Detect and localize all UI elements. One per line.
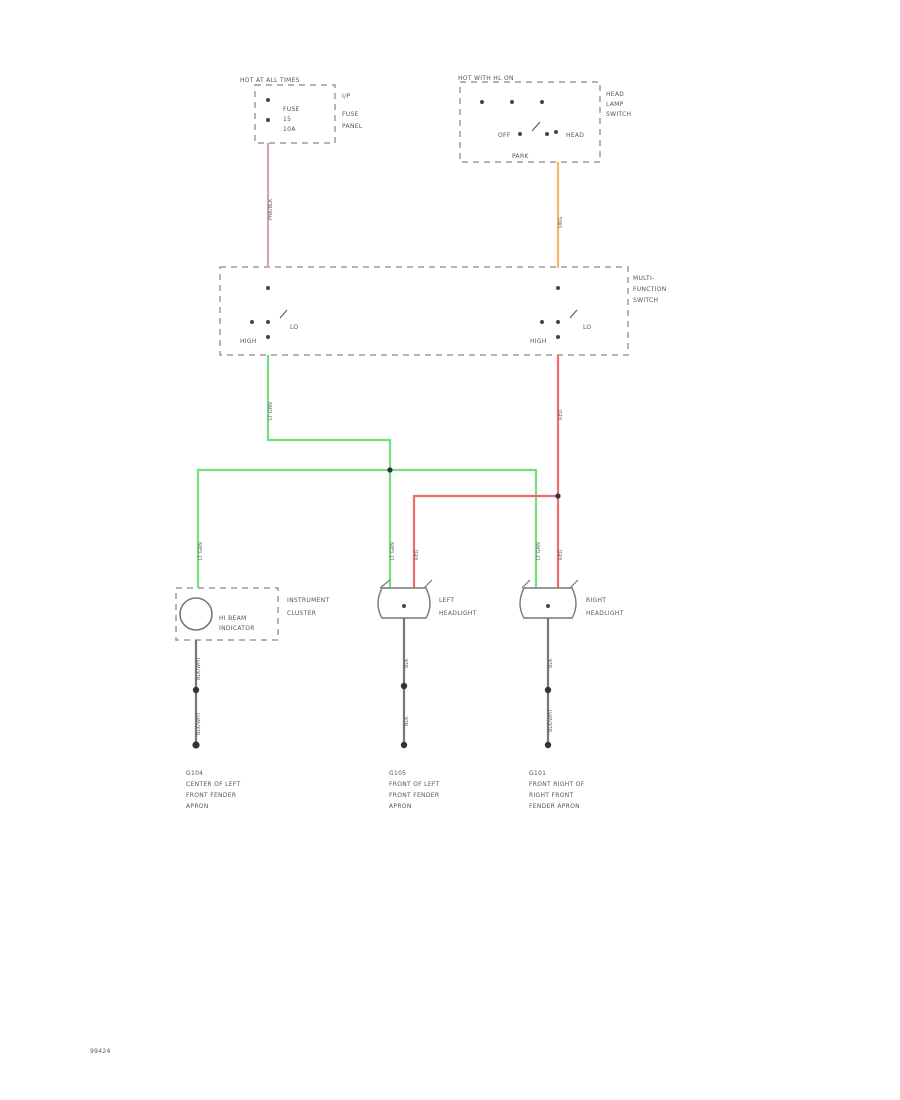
cluster-label-2: CLUSTER [287, 610, 316, 617]
lamp-off-label: OFF [498, 132, 511, 139]
wire-label-red-1: RED [558, 409, 564, 420]
left-headlight-label-1: LEFT [439, 597, 454, 604]
mf-high-right-label: HIGH [530, 338, 547, 345]
diagram-reference-code: 99424 [90, 1048, 111, 1055]
g105-line-2: FRONT FENDER [389, 792, 439, 799]
ground-g105-description: G105 FRONT OF LEFT FRONT FENDER APRON [389, 770, 440, 810]
mf-side-label-1: MULTI- [633, 275, 655, 282]
splice-green [387, 467, 393, 473]
g104-line-1: CENTER OF LEFT [186, 781, 240, 788]
g105-line-3: APRON [389, 803, 412, 810]
wire-high-beam-bus [196, 468, 538, 588]
wire-label-blk-3: BLK [548, 658, 554, 668]
wire-label-blkwht-1: BLK/WHT [196, 656, 202, 680]
wire-label-red-3: RED [558, 549, 564, 560]
indicator-label-1: HI BEAM [219, 615, 246, 622]
ground-g104-icon [192, 741, 200, 749]
splice-red [555, 493, 561, 499]
g105-line-1: FRONT OF LEFT [389, 781, 440, 788]
right-headlight: RIGHT HEADLIGHT [519, 579, 624, 619]
hi-beam-indicator: HI BEAM INDICATOR INSTRUMENT CLUSTER [175, 587, 329, 641]
cluster-label-1: INSTRUMENT [287, 597, 329, 604]
ground-g101-icon [544, 741, 552, 749]
wire-label-red-2: RED [414, 549, 420, 560]
right-headlight-label-2: HEADLIGHT [586, 610, 624, 617]
lamp-header-label: HOT WITH HL ON [458, 75, 514, 82]
fuse-side-label-3: PANEL [342, 123, 363, 130]
wire-label-ltgrn-3: LT GRN [390, 542, 396, 560]
mf-side-label-3: SWITCH [633, 297, 658, 304]
wire-label-blkwht-2: BLK/WHT [196, 711, 202, 735]
g105-id: G105 [389, 770, 406, 777]
ground-g105-icon [400, 741, 408, 749]
g104-line-2: FRONT FENDER [186, 792, 236, 799]
mf-lo-right-label: LO [583, 324, 591, 331]
mf-side-label-2: FUNCTION [633, 286, 667, 293]
wire-label-ltgrn-1: LT GRN [268, 402, 274, 420]
lamp-side-label-1: HEAD [606, 91, 624, 98]
g104-line-3: APRON [186, 803, 209, 810]
fuse-panel: HOT AT ALL TIMES FUSE 15 10A I/P FUSE PA… [240, 77, 363, 144]
ground-g101-description: G101 FRONT RIGHT OF RIGHT FRONT FENDER A… [529, 770, 585, 810]
fuse-label-2: 15 [283, 116, 291, 123]
fuse-side-label-2: FUSE [342, 111, 359, 118]
fuse-header-label: HOT AT ALL TIMES [240, 77, 300, 84]
lamp-side-label-3: SWITCH [606, 111, 631, 118]
headlamp-switch: HOT WITH HL ON OFF HEAD PARK HEAD LAMP S… [458, 75, 631, 163]
wire-label-pnk: PNK/BLK [268, 198, 274, 220]
wire-label-ltgrn-4: LT GRN [536, 542, 542, 560]
g101-line-2: RIGHT FRONT [529, 792, 574, 799]
fuse-side-label-1: I/P [342, 93, 350, 100]
g101-line-3: FENDER APRON [529, 803, 580, 810]
left-headlight: LEFT HEADLIGHT [377, 579, 477, 619]
g104-id: G104 [186, 770, 203, 777]
multifunction-switch: MULTI- FUNCTION SWITCH LO HIGH LO HIGH [219, 266, 667, 356]
mf-high-left-label: HIGH [240, 338, 257, 345]
left-headlight-label-2: HEADLIGHT [439, 610, 477, 617]
g101-id: G101 [529, 770, 546, 777]
wire-label-blk-2: BLK [404, 716, 410, 726]
right-headlight-label-1: RIGHT [586, 597, 606, 604]
wire-low-beam-left [412, 494, 558, 588]
fuse-label-3: 10A [283, 126, 296, 133]
indicator-label-2: INDICATOR [219, 625, 255, 632]
wire-label-org: ORG [558, 217, 564, 228]
lamp-side-label-2: LAMP [606, 101, 624, 108]
lamp-bottom-label: PARK [512, 153, 529, 160]
wire-high-beam-left [266, 355, 392, 588]
ground-g104-description: G104 CENTER OF LEFT FRONT FENDER APRON [186, 770, 240, 810]
fuse-label-1: FUSE [283, 106, 300, 113]
mf-lo-left-label: LO [290, 324, 298, 331]
wire-label-blk-1: BLK [404, 658, 410, 668]
wire-label-ltgrn-2: LT GRN [198, 542, 204, 560]
g101-line-1: FRONT RIGHT OF [529, 781, 585, 788]
lamp-on-label: HEAD [566, 132, 584, 139]
wire-label-blkwht-3: BLK/WHT [548, 708, 554, 732]
